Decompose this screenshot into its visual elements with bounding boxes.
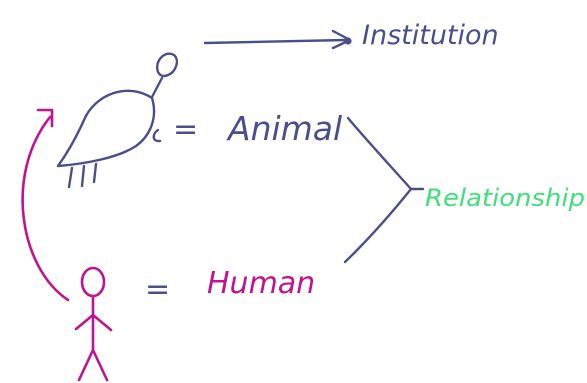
relationship-label: Relationship: [425, 184, 585, 212]
stick-figure-icon: [74, 266, 113, 382]
bird-drawing-icon: [56, 52, 179, 189]
equals-animal-sign: =: [173, 112, 198, 147]
arrow-human-to-animal: [21, 108, 70, 302]
institution-label: Institution: [362, 20, 499, 51]
relationship-bracket: [343, 116, 425, 264]
human-label: Human: [207, 266, 315, 301]
animal-label: Animal: [226, 109, 342, 148]
arrow-animal-to-institution: [203, 29, 352, 50]
equals-human-sign: =: [145, 272, 170, 307]
